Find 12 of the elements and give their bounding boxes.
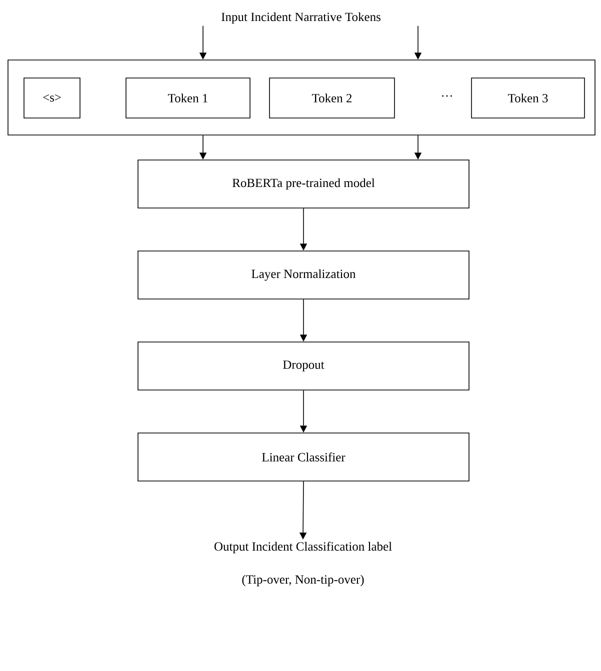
process-box: Dropout [138, 342, 470, 390]
process-box: Layer Normalization [138, 250, 470, 300]
ellipsis-text: … [442, 95, 452, 97]
token-box: <s> [24, 78, 80, 118]
token-box: Token 1 [126, 78, 250, 118]
output-text: Output Incident Classification label (Tip-over, Non-tip-over) [214, 542, 392, 586]
input-text: Input Incident Narrative Tokens [222, 12, 380, 24]
process-box: RoBERTa pre-trained model [138, 160, 470, 208]
container-box [8, 60, 596, 136]
token-box: Token 3 [471, 78, 585, 118]
process-box: Linear Classifier [138, 432, 470, 482]
token-box: Token 2 [269, 78, 395, 118]
